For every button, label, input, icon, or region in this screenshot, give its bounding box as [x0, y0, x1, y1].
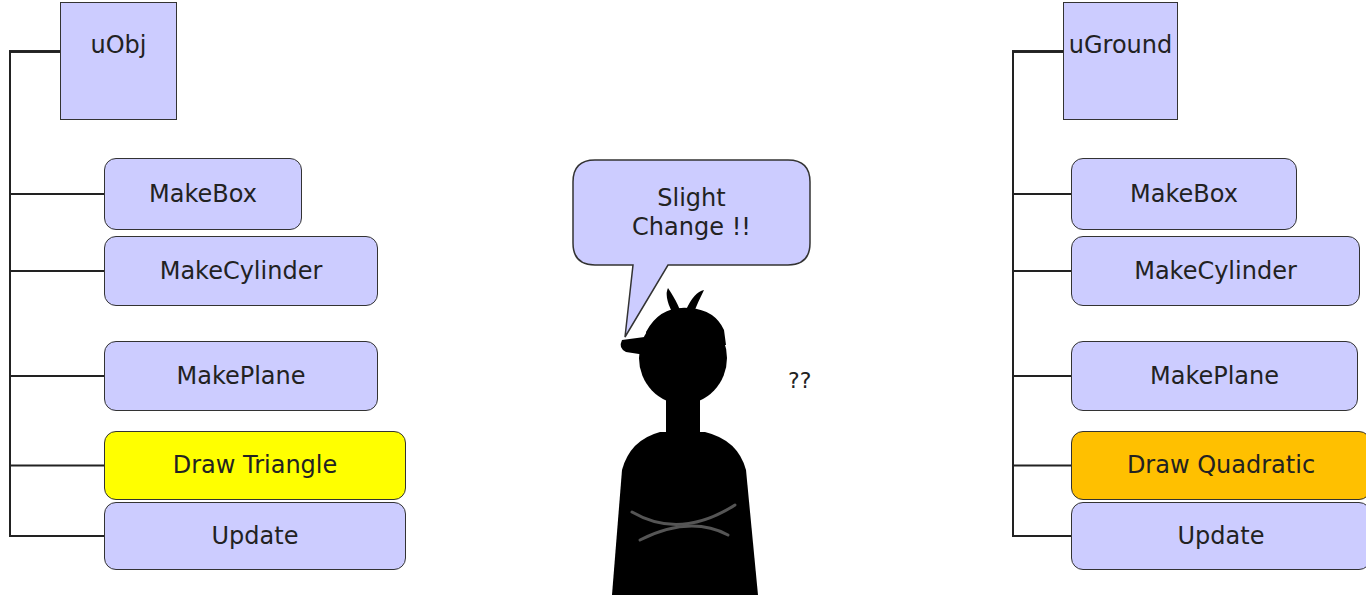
method-name: Update — [212, 522, 299, 551]
method-box: MakePlane — [104, 341, 378, 411]
method-name: MakePlane — [1150, 362, 1279, 391]
method-name: Update — [1178, 522, 1265, 551]
method-box: Update — [1071, 502, 1366, 570]
puzzled-mark: ?? — [788, 368, 811, 393]
method-name: MakeCylinder — [160, 257, 323, 286]
method-name: MakeBox — [149, 180, 257, 209]
speech-bubble: Slight Change !! — [573, 160, 810, 265]
method-box: Update — [104, 502, 406, 570]
tree-connector — [10, 52, 104, 536]
class-box: uObj — [60, 2, 177, 120]
method-name: MakeCylinder — [1134, 257, 1297, 286]
tree-connector — [1013, 52, 1071, 536]
method-box: MakeCylinder — [104, 236, 378, 306]
speech-text: Slight Change !! — [622, 184, 762, 242]
method-name: Draw Triangle — [173, 451, 338, 480]
method-name: MakeBox — [1130, 180, 1238, 209]
class-box: uGround — [1063, 2, 1178, 120]
method-box: Draw Triangle — [104, 431, 406, 500]
method-box: MakeBox — [1071, 158, 1297, 230]
method-box: Draw Quadratic — [1071, 431, 1366, 500]
method-box: MakePlane — [1071, 341, 1358, 411]
method-box: MakeBox — [104, 158, 302, 230]
method-name: Draw Quadratic — [1127, 451, 1315, 480]
class-name: uObj — [90, 31, 146, 60]
method-name: MakePlane — [176, 362, 305, 391]
class-name: uGround — [1069, 31, 1173, 60]
method-box: MakeCylinder — [1071, 236, 1360, 306]
